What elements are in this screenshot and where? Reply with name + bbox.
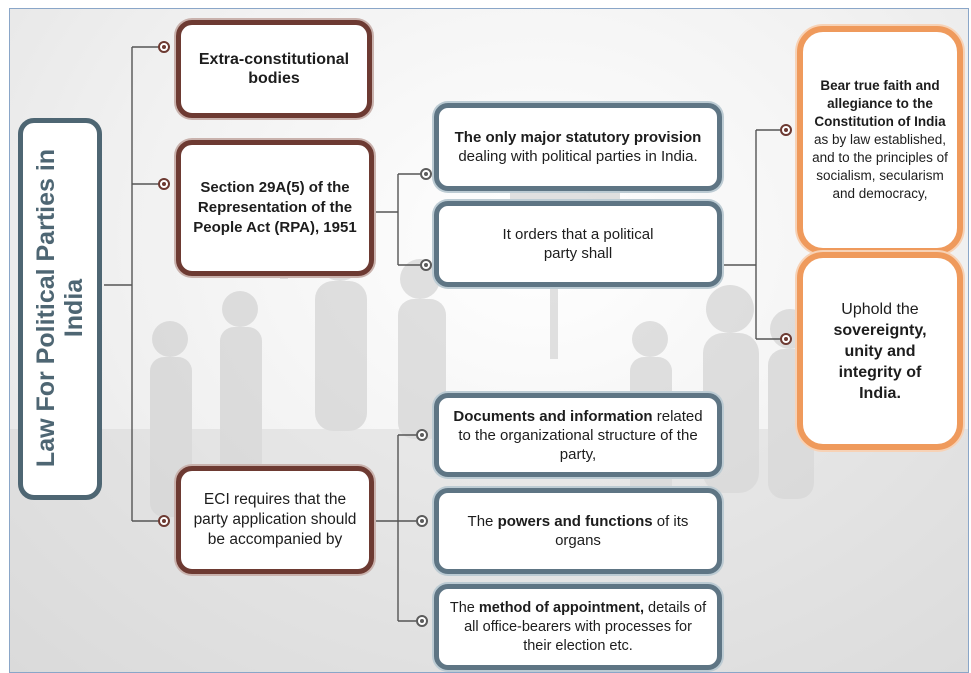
connector-dot <box>158 178 170 190</box>
extra-constitutional-label: Extra-constitutional bodies <box>198 51 350 87</box>
method-rest: details of all office-bearers with proce… <box>464 599 707 654</box>
method-box: The method of appointment, details of al… <box>434 584 722 670</box>
powers-bold: powers and functions <box>497 513 653 530</box>
uphold-text: Uphold the sovereignty, unity and integr… <box>817 299 943 404</box>
connector-dot <box>416 429 428 441</box>
section-29a-label: Section 29A(5) of the Representation of … <box>193 179 357 236</box>
powers-text: The powers and functions of its organs <box>449 512 707 550</box>
uphold-pre: Uphold the <box>841 300 919 318</box>
connector-dot <box>416 515 428 527</box>
documents-bold: Documents and information <box>453 407 653 425</box>
section-29a-box: Section 29A(5) of the Representation of … <box>176 140 374 276</box>
connector-dot <box>420 259 432 271</box>
oath-bold: Bear true faith and allegiance to the Co… <box>814 78 946 129</box>
powers-box: The powers and functions of its organs <box>434 488 722 574</box>
connector-dot <box>780 333 792 345</box>
orders-box: It orders that a political party shall <box>434 201 722 287</box>
statutory-provision-text: The only major statutory provision deali… <box>449 128 707 166</box>
eci-requires-box: ECI requires that the party application … <box>176 466 374 574</box>
title-box <box>18 118 102 500</box>
connector-dot <box>420 168 432 180</box>
connector-dot <box>780 124 792 136</box>
uphold-box: Uphold the sovereignty, unity and integr… <box>797 252 963 450</box>
statutory-provision-bold: The only major statutory provision <box>454 129 702 146</box>
oath-text: Bear true faith and allegiance to the Co… <box>809 77 951 203</box>
statutory-provision-rest: dealing with political parties in India. <box>458 148 698 165</box>
connector-dot <box>158 41 170 53</box>
documents-box: Documents and information related to the… <box>434 393 722 477</box>
oath-rest: as by law established, and to the princi… <box>812 132 948 201</box>
method-text: The method of appointment, details of al… <box>449 599 707 656</box>
method-pre: The <box>449 599 479 616</box>
documents-text: Documents and information related to the… <box>449 407 707 464</box>
diagram-title: Law For Political Parties in India <box>32 148 88 468</box>
eci-requires-label: ECI requires that the party application … <box>193 491 357 548</box>
powers-rest: of its organs <box>555 513 689 549</box>
method-bold: method of appointment, <box>478 599 645 616</box>
documents-rest: related to the organizational structure … <box>458 407 703 463</box>
statutory-provision-box: The only major statutory provision deali… <box>434 103 722 191</box>
uphold-bold: sovereignty, unity and integrity of Indi… <box>833 321 927 402</box>
orders-text: It orders that a political party shall <box>502 226 654 262</box>
powers-pre: The <box>467 513 498 530</box>
connector-dot <box>416 615 428 627</box>
oath-box: Bear true faith and allegiance to the Co… <box>797 26 963 254</box>
connector-dot <box>158 515 170 527</box>
extra-constitutional-box: Extra-constitutional bodies <box>176 20 372 118</box>
